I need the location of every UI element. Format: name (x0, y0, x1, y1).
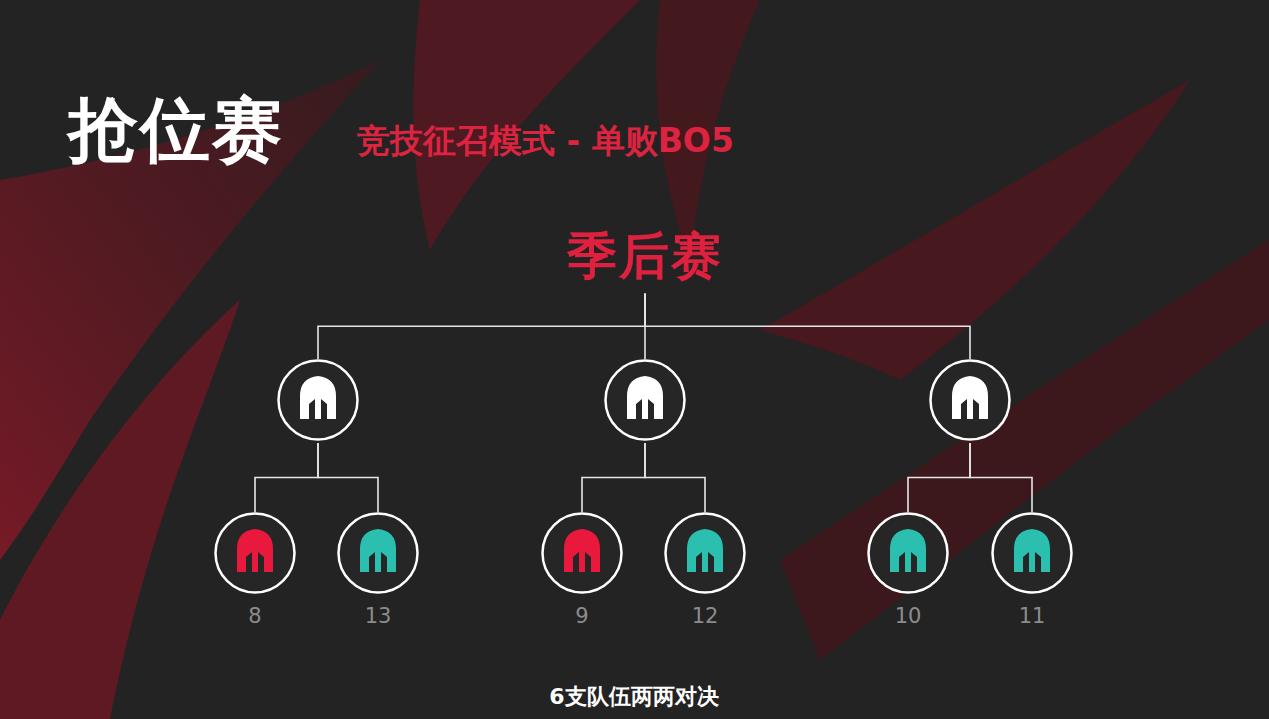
subtitle: 竞技征召模式 - 单败BO5 (357, 119, 734, 164)
caption: 6支队伍两两对决 (549, 682, 718, 712)
seed-number: 8 (248, 604, 261, 628)
helmet-icon (929, 359, 1011, 441)
stage-title: 季后赛 (561, 221, 729, 292)
bracket-line (970, 443, 1032, 512)
match-circle (604, 359, 686, 441)
helmet-icon (541, 512, 623, 594)
bracket-line (645, 294, 970, 360)
page-title: 抢位赛 (68, 84, 284, 178)
seed-number: 13 (365, 604, 392, 628)
bracket-line (255, 443, 318, 512)
team-circle: 13 (337, 512, 419, 594)
bracket-line (645, 443, 705, 512)
seed-number: 11 (1019, 604, 1046, 628)
helmet-icon (214, 512, 296, 594)
helmet-icon (664, 512, 746, 594)
bracket-line (318, 443, 378, 512)
helmet-icon (277, 359, 359, 441)
seed-number: 12 (692, 604, 719, 628)
bracket-line (318, 294, 645, 360)
helmet-icon (991, 512, 1073, 594)
bracket-line (582, 443, 645, 512)
seed-number: 9 (575, 604, 588, 628)
team-circle: 8 (214, 512, 296, 594)
team-circle: 10 (867, 512, 949, 594)
match-circle (929, 359, 1011, 441)
team-circle: 12 (664, 512, 746, 594)
helmet-icon (337, 512, 419, 594)
bracket-line (908, 443, 970, 512)
stage-heading: 季后赛 (561, 221, 729, 292)
helmet-icon (867, 512, 949, 594)
helmet-icon (604, 359, 686, 441)
team-circle: 9 (541, 512, 623, 594)
team-circle: 11 (991, 512, 1073, 594)
match-circle (277, 359, 359, 441)
seed-number: 10 (895, 604, 922, 628)
